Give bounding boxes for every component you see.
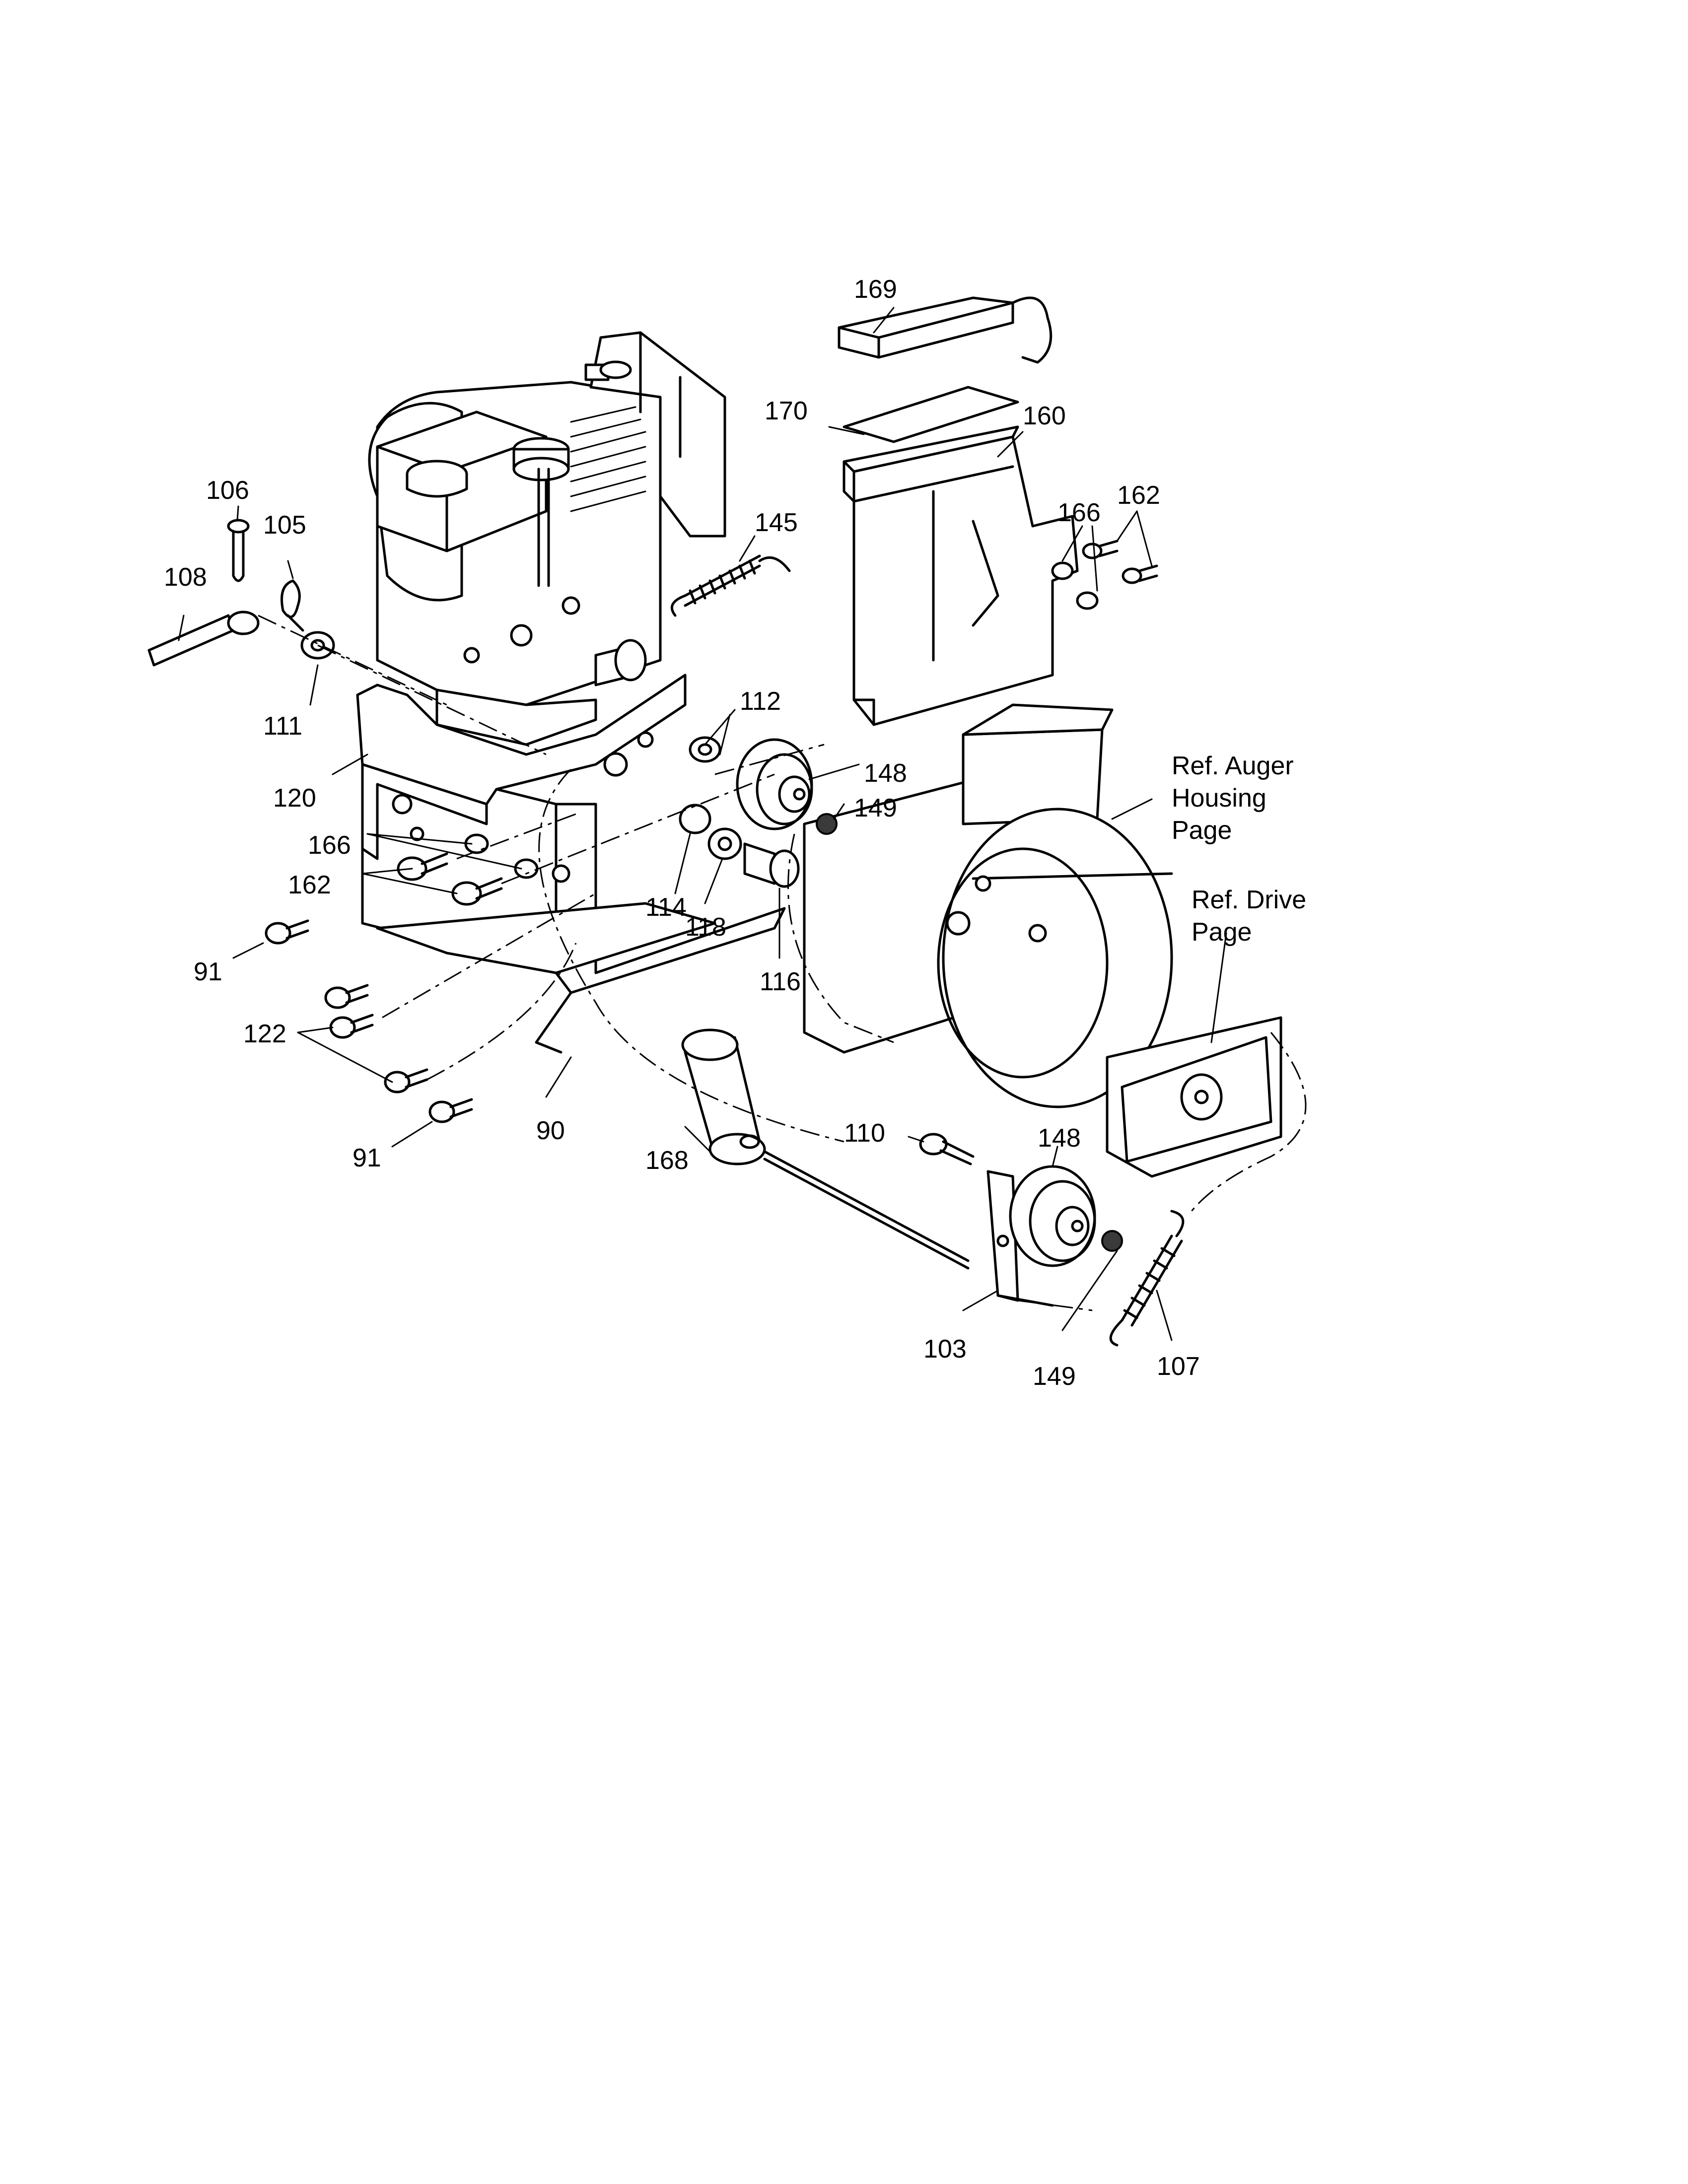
pulley-148-upper — [736, 738, 813, 830]
drive-plate — [1106, 1016, 1282, 1178]
arm-108 — [147, 611, 260, 667]
bolt-116 — [743, 842, 800, 888]
spring-107 — [1109, 1210, 1185, 1347]
spring-145 — [670, 554, 791, 617]
callout-149-upper: 149 — [854, 794, 897, 822]
alignment-lines — [258, 614, 1307, 1311]
callout-110: 110 — [844, 1119, 885, 1148]
callout-168: 168 — [645, 1146, 689, 1175]
ref-auger-line2: Housing — [1172, 784, 1266, 813]
callout-148-upper: 148 — [864, 759, 907, 788]
nut-149-lower — [1101, 1230, 1123, 1252]
callout-105: 105 — [263, 511, 306, 540]
callout-169: 169 — [854, 275, 897, 304]
washers-166-right — [1051, 561, 1099, 610]
callout-91-upper: 91 — [194, 957, 222, 986]
gasket-170 — [843, 386, 1019, 443]
callout-166: 166 — [1057, 498, 1101, 527]
callout-114: 114 — [645, 893, 687, 922]
callout-166-left: 166 — [308, 831, 351, 860]
ref-auger-line1: Ref. Auger — [1172, 751, 1294, 780]
callout-170: 170 — [765, 397, 808, 425]
callout-148-lower: 148 — [1038, 1124, 1081, 1153]
bolt-110 — [919, 1133, 975, 1165]
clip-105 — [281, 579, 304, 632]
pulley-148-lower — [1009, 1165, 1096, 1267]
callout-145: 145 — [755, 508, 798, 537]
engine-assembly — [368, 331, 726, 746]
callout-112: 112 — [740, 687, 781, 716]
nut-149-upper — [816, 813, 838, 835]
chute-housing-160 — [843, 425, 1079, 726]
callout-103: 103 — [923, 1335, 967, 1364]
pin-106 — [227, 519, 250, 582]
callout-149-lower: 149 — [1033, 1362, 1076, 1391]
ref-drive-note: Ref. Drive Page — [1192, 886, 1306, 947]
cylinder-fins — [570, 406, 646, 512]
bolts-91-122 — [265, 919, 473, 1123]
ref-auger-line3: Page — [1172, 816, 1232, 845]
callout-90: 90 — [536, 1116, 565, 1145]
callout-120: 120 — [273, 784, 316, 813]
spacer-114 — [679, 804, 711, 834]
ref-auger-housing-note: Ref. Auger Housing Page — [1172, 751, 1294, 845]
cover-169 — [838, 296, 1053, 364]
bushing-112 — [689, 736, 721, 763]
callout-106: 106 — [206, 476, 249, 505]
callout-162-left: 162 — [288, 871, 331, 899]
washer-118 — [707, 827, 742, 860]
callout-118: 118 — [685, 913, 726, 942]
callout-107: 107 — [1157, 1352, 1200, 1381]
ref-drive-line2: Page — [1192, 918, 1252, 947]
callout-labels: 169 170 160 166 162 145 106 105 108 111 … — [164, 275, 1200, 1391]
callout-122: 122 — [243, 1020, 286, 1048]
screws-162-right — [1082, 540, 1158, 584]
leader-lines — [178, 307, 1227, 1341]
callout-160: 160 — [1023, 402, 1066, 430]
roller-168 — [681, 1028, 766, 1165]
callout-91-lower: 91 — [352, 1144, 381, 1172]
auger-housing — [803, 703, 1173, 1108]
callout-108: 108 — [164, 563, 207, 592]
screws-162-left — [397, 852, 503, 906]
callout-111: 111 — [263, 712, 302, 741]
callout-116: 116 — [760, 967, 801, 996]
ref-drive-line1: Ref. Drive — [1192, 886, 1306, 914]
idler-arm-103 — [763, 1150, 1054, 1307]
callout-162: 162 — [1117, 481, 1160, 510]
